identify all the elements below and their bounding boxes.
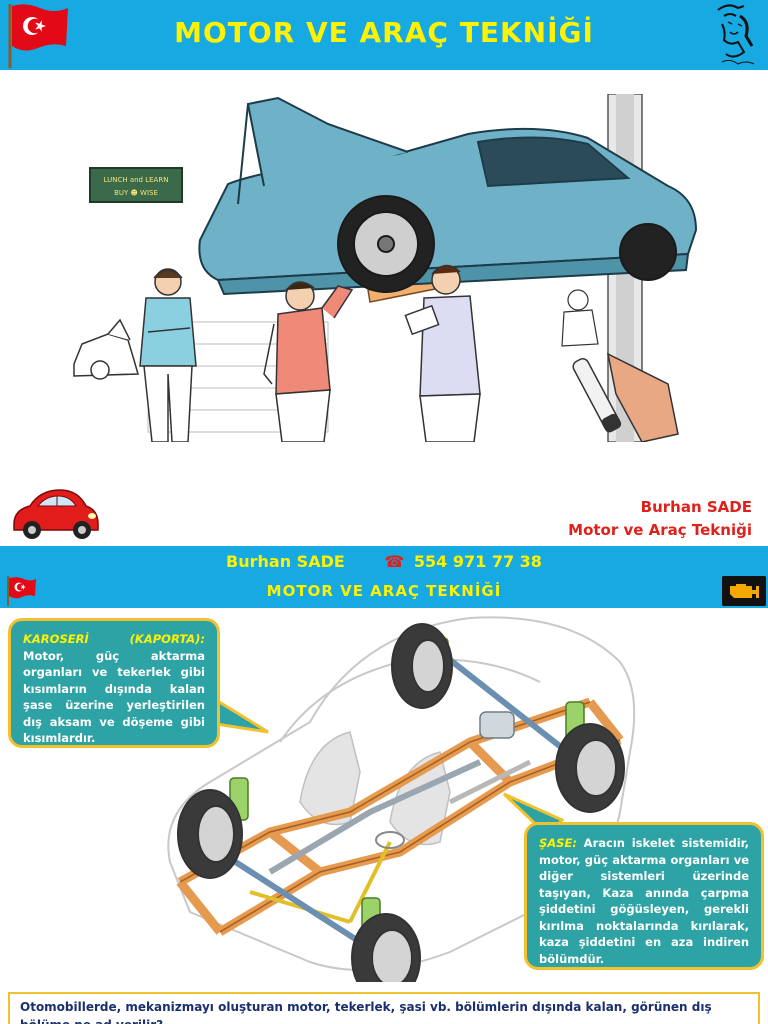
content-header-bar: Burhan SADE ☎ 554 971 77 38 MOTOR VE ARA… <box>0 546 768 608</box>
ataturk-portrait-icon <box>717 4 755 65</box>
contact-phone: 554 971 77 38 <box>413 552 542 571</box>
mechanic-looking-up <box>263 281 354 442</box>
content-slide: Burhan SADE ☎ 554 971 77 38 MOTOR VE ARA… <box>0 546 768 1024</box>
turkish-flag-icon <box>7 576 36 606</box>
seats <box>299 731 451 846</box>
karoseri-definition: Motor, güç aktarma organları ve tekerlek… <box>23 648 205 746</box>
sase-term: ŞASE: <box>539 836 577 850</box>
red-beetle-car-icon <box>13 489 99 539</box>
steering-wheel <box>375 831 405 849</box>
hand-with-marker-icon <box>572 352 679 442</box>
garage-lift-illustration: LUNCH and LEARN BUY ☻ WISE <box>68 94 706 442</box>
turkish-flag-icon <box>8 4 68 68</box>
karoseri-bubble-tail <box>214 697 269 734</box>
course-subject: Motor ve Araç Tekniği <box>568 521 752 539</box>
sase-callout: ŞASE: Aracın iskelet sistemidir, motor, … <box>524 822 764 970</box>
contact-author: Burhan SADE <box>226 552 345 571</box>
check-engine-icon <box>722 576 766 606</box>
svg-text:BUY ☻ WISE: BUY ☻ WISE <box>114 189 158 197</box>
title-slide: MOTOR VE ARAÇ TEKNİĞİ <box>0 0 768 542</box>
differential <box>479 711 515 739</box>
exhaust-pipe <box>448 759 532 805</box>
car-chassis-illustration <box>167 616 636 982</box>
content-title: MOTOR VE ARAÇ TEKNİĞİ <box>266 582 502 600</box>
presentation-title: MOTOR VE ARAÇ TEKNİĞİ <box>174 16 594 49</box>
mechanic-arms-crossed <box>139 268 197 442</box>
contact-line: Burhan SADE ☎ 554 971 77 38 <box>0 552 768 571</box>
background-car <box>73 318 139 380</box>
drive-shaft <box>268 759 482 875</box>
sase-definition: Aracın iskelet sistemidir, motor, güç ak… <box>539 836 749 966</box>
mechanic-background <box>561 289 599 347</box>
steering-linkage <box>249 841 392 924</box>
lifted-car <box>198 96 698 296</box>
quiz-question: Otomobillerde, mekanizmayı oluşturan mot… <box>8 992 760 1024</box>
mechanic-with-clipboard <box>404 264 481 442</box>
author-block: Burhan SADE Motor ve Araç Tekniği <box>568 496 752 542</box>
svg-text:LUNCH and LEARN: LUNCH and LEARN <box>104 176 169 184</box>
karoseri-callout: KAROSERİ (KAPORTA): Motor, güç aktarma o… <box>8 618 220 748</box>
telephone-icon: ☎ <box>384 552 405 571</box>
author-name: Burhan SADE <box>640 498 752 516</box>
karoseri-term: KAROSERİ (KAPORTA): <box>23 632 205 646</box>
title-header-bar: MOTOR VE ARAÇ TEKNİĞİ <box>0 0 768 70</box>
car-wheel <box>337 195 677 293</box>
wheels <box>177 623 625 982</box>
lunch-and-learn-sign: LUNCH and LEARN BUY ☻ WISE <box>89 167 183 203</box>
axles <box>218 649 582 945</box>
